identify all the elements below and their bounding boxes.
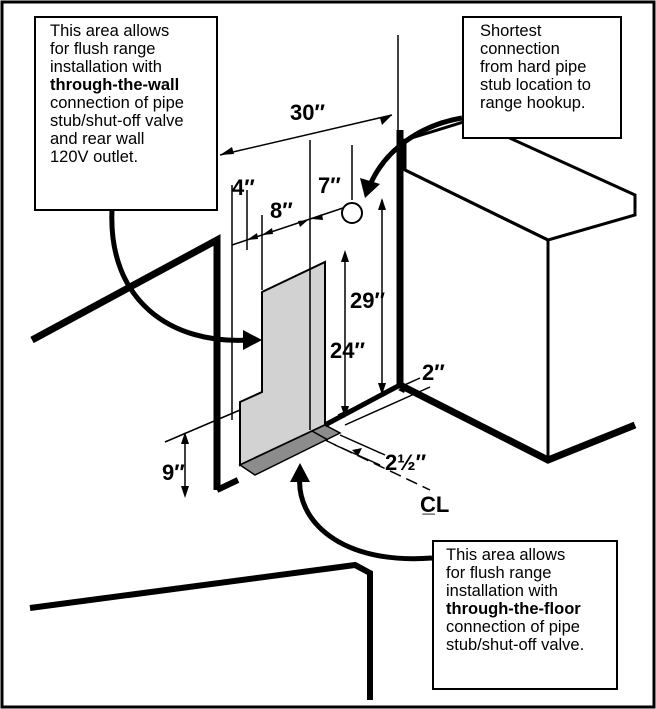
dim-7-label: 7″ <box>318 173 341 198</box>
left-cabinet-outline <box>30 234 221 490</box>
dim-arrow-b <box>262 228 273 235</box>
wall-pointer-arrow <box>109 209 251 343</box>
shortest-callout-line-4: stub location to <box>480 76 591 94</box>
floor-back-edge <box>215 477 240 493</box>
wall-callout-bold: through-the-wall <box>50 76 180 94</box>
centerline-label: C̲L <box>420 492 449 517</box>
right-cabinet-outline <box>396 130 637 464</box>
wall-callout-line-5: connection of pipe <box>50 94 184 112</box>
dim-9-arrow-top <box>181 432 189 444</box>
dim-2half-line-a <box>339 434 386 456</box>
dim-24-arrow-top <box>341 250 349 262</box>
wall-pointer-head <box>243 330 262 350</box>
dim-2-line-b <box>344 386 431 426</box>
dim-arrow-a <box>247 233 258 240</box>
floor-pointer-head <box>290 463 310 482</box>
shortest-pointer-arrow <box>367 115 463 186</box>
floor-callout-line-6: stub/shut-off valve. <box>446 636 585 654</box>
floor-edge-line <box>29 561 373 700</box>
shortest-callout-line-3: from hard pipe <box>480 58 587 76</box>
dim-9-label: 9″ <box>162 460 185 485</box>
range-side-edge <box>404 168 549 242</box>
floor-callout-line-1: This area allows <box>446 546 566 564</box>
dim-30-label: 30″ <box>290 100 325 125</box>
dim-9-arrow-bottom <box>181 486 189 498</box>
dim-29-label: 29″ <box>350 288 385 313</box>
dim-30-arrow-right <box>380 115 392 125</box>
through-floor-area <box>238 424 342 476</box>
shortest-callout-line-1: Shortest <box>480 22 542 40</box>
pipe-stub-circle <box>341 202 363 224</box>
shortest-callout-line-5: range hookup. <box>480 94 586 112</box>
through-the-floor-callout: This area allows for flush range install… <box>432 540 618 690</box>
dim-2-label: 2″ <box>422 360 445 385</box>
wall-callout-line-2: for flush range <box>50 40 156 58</box>
dim-30-line <box>219 114 393 156</box>
dim-2half-label: 2½″ <box>385 450 427 475</box>
floor-pointer-arrow <box>297 474 433 562</box>
dim-8-label: 8″ <box>270 198 293 223</box>
dim-30-arrow-left <box>220 147 234 155</box>
dim-2-arrow <box>398 385 408 393</box>
wall-callout-line-7: and rear wall <box>50 130 145 148</box>
dim-arrow-c <box>298 220 308 227</box>
shortest-connection-callout: Shortest connection from hard pipe stub … <box>462 16 622 139</box>
floor-callout-bold: through-the-floor <box>446 600 581 618</box>
floor-area-divider <box>311 430 329 441</box>
wall-floor-line <box>323 382 402 428</box>
wall-callout-line-3: installation with <box>50 58 162 76</box>
dim-2-line-a <box>337 377 421 416</box>
dim-4-label: 4″ <box>232 175 255 200</box>
dim-2half-arrow <box>352 448 362 456</box>
dim-29-arrow-bottom <box>378 383 386 395</box>
floor-callout-line-2: for flush range <box>446 564 552 582</box>
shortest-pointer-head <box>360 178 380 198</box>
wall-callout-line-1: This area allows <box>50 22 170 40</box>
floor-callout-line-5: connection of pipe <box>446 618 580 636</box>
wall-callout-line-6: stub/shut-off valve <box>50 112 184 130</box>
through-the-wall-callout: This area allows for flush range install… <box>34 16 218 211</box>
dim-24-label: 24″ <box>330 338 365 363</box>
centerline-line <box>324 439 431 491</box>
floor-callout-line-3: installation with <box>446 582 558 600</box>
wall-callout-line-8: 120V outlet. <box>50 148 139 166</box>
dim-9-ext <box>164 409 241 443</box>
shortest-callout-line-2: connection <box>480 40 560 58</box>
dim-arrow-d <box>312 214 323 220</box>
dim-29-arrow-top <box>378 198 386 210</box>
